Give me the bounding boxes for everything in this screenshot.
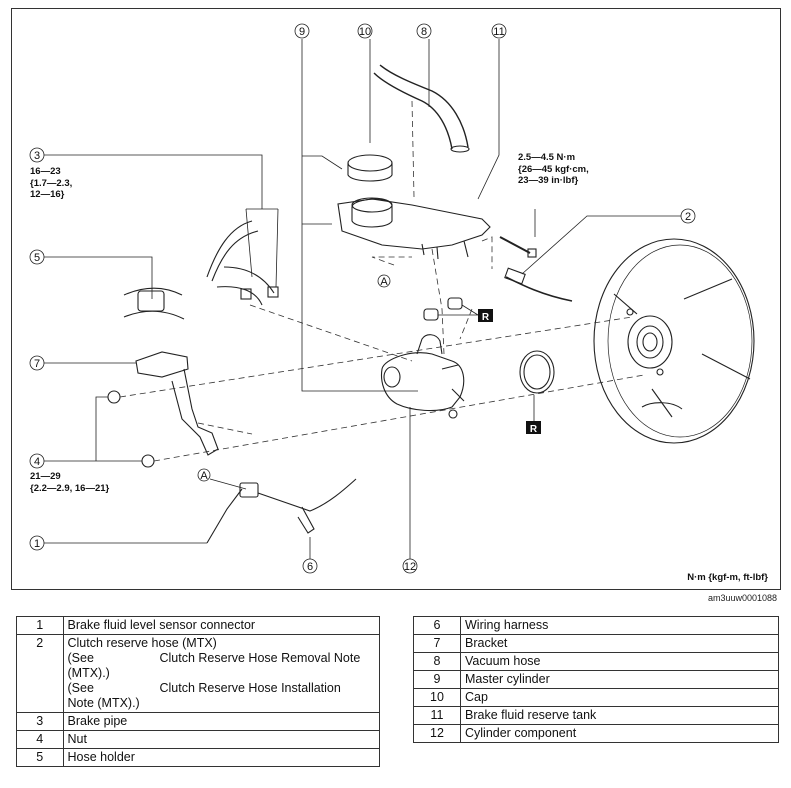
callout-4: 4 (34, 456, 40, 468)
replace-badge-o-ring: R (530, 424, 538, 435)
torque-spec-bolt: 2.5—4.5 N·m{26—45 kgf·cm,23—39 in·lbf} (518, 152, 589, 186)
diagram-drawing: 3 5 7 4 1 6 12 9 10 8 11 2 A A R R (29, 23, 755, 574)
units-label: N·m {kgf-m, ft-lbf} (687, 572, 768, 583)
master-cylinder-body (380, 334, 465, 419)
callout-7: 7 (34, 358, 40, 370)
callout-9: 9 (299, 26, 305, 38)
callout-3: 3 (34, 150, 40, 162)
callout-5: 5 (34, 252, 40, 264)
ref-letter-a-top: A (380, 276, 388, 288)
torque-spec-3: 16—23{1.7—2.3,12—16} (30, 166, 73, 200)
callout-12: 12 (404, 561, 416, 573)
o-ring (519, 350, 555, 394)
figure-id: am3uuw0001088 (708, 593, 778, 603)
callout-2: 2 (685, 211, 691, 223)
torque-spec-4: 21—29{2.2—2.9, 16—21} (30, 471, 110, 494)
exploded-diagram: 3 5 7 4 1 6 12 9 10 8 11 2 A A R R 16—23… (11, 8, 781, 590)
cap (347, 154, 393, 182)
callout-1: 1 (34, 538, 40, 550)
reserve-tank (337, 197, 491, 260)
ref-letter-a-bottom: A (200, 470, 208, 482)
callout-10: 10 (359, 26, 371, 38)
replace-badge-grommets: R (482, 312, 490, 323)
callout-6: 6 (307, 561, 313, 573)
callout-11: 11 (493, 26, 504, 38)
callout-8: 8 (421, 26, 427, 38)
brake-booster (593, 238, 755, 444)
